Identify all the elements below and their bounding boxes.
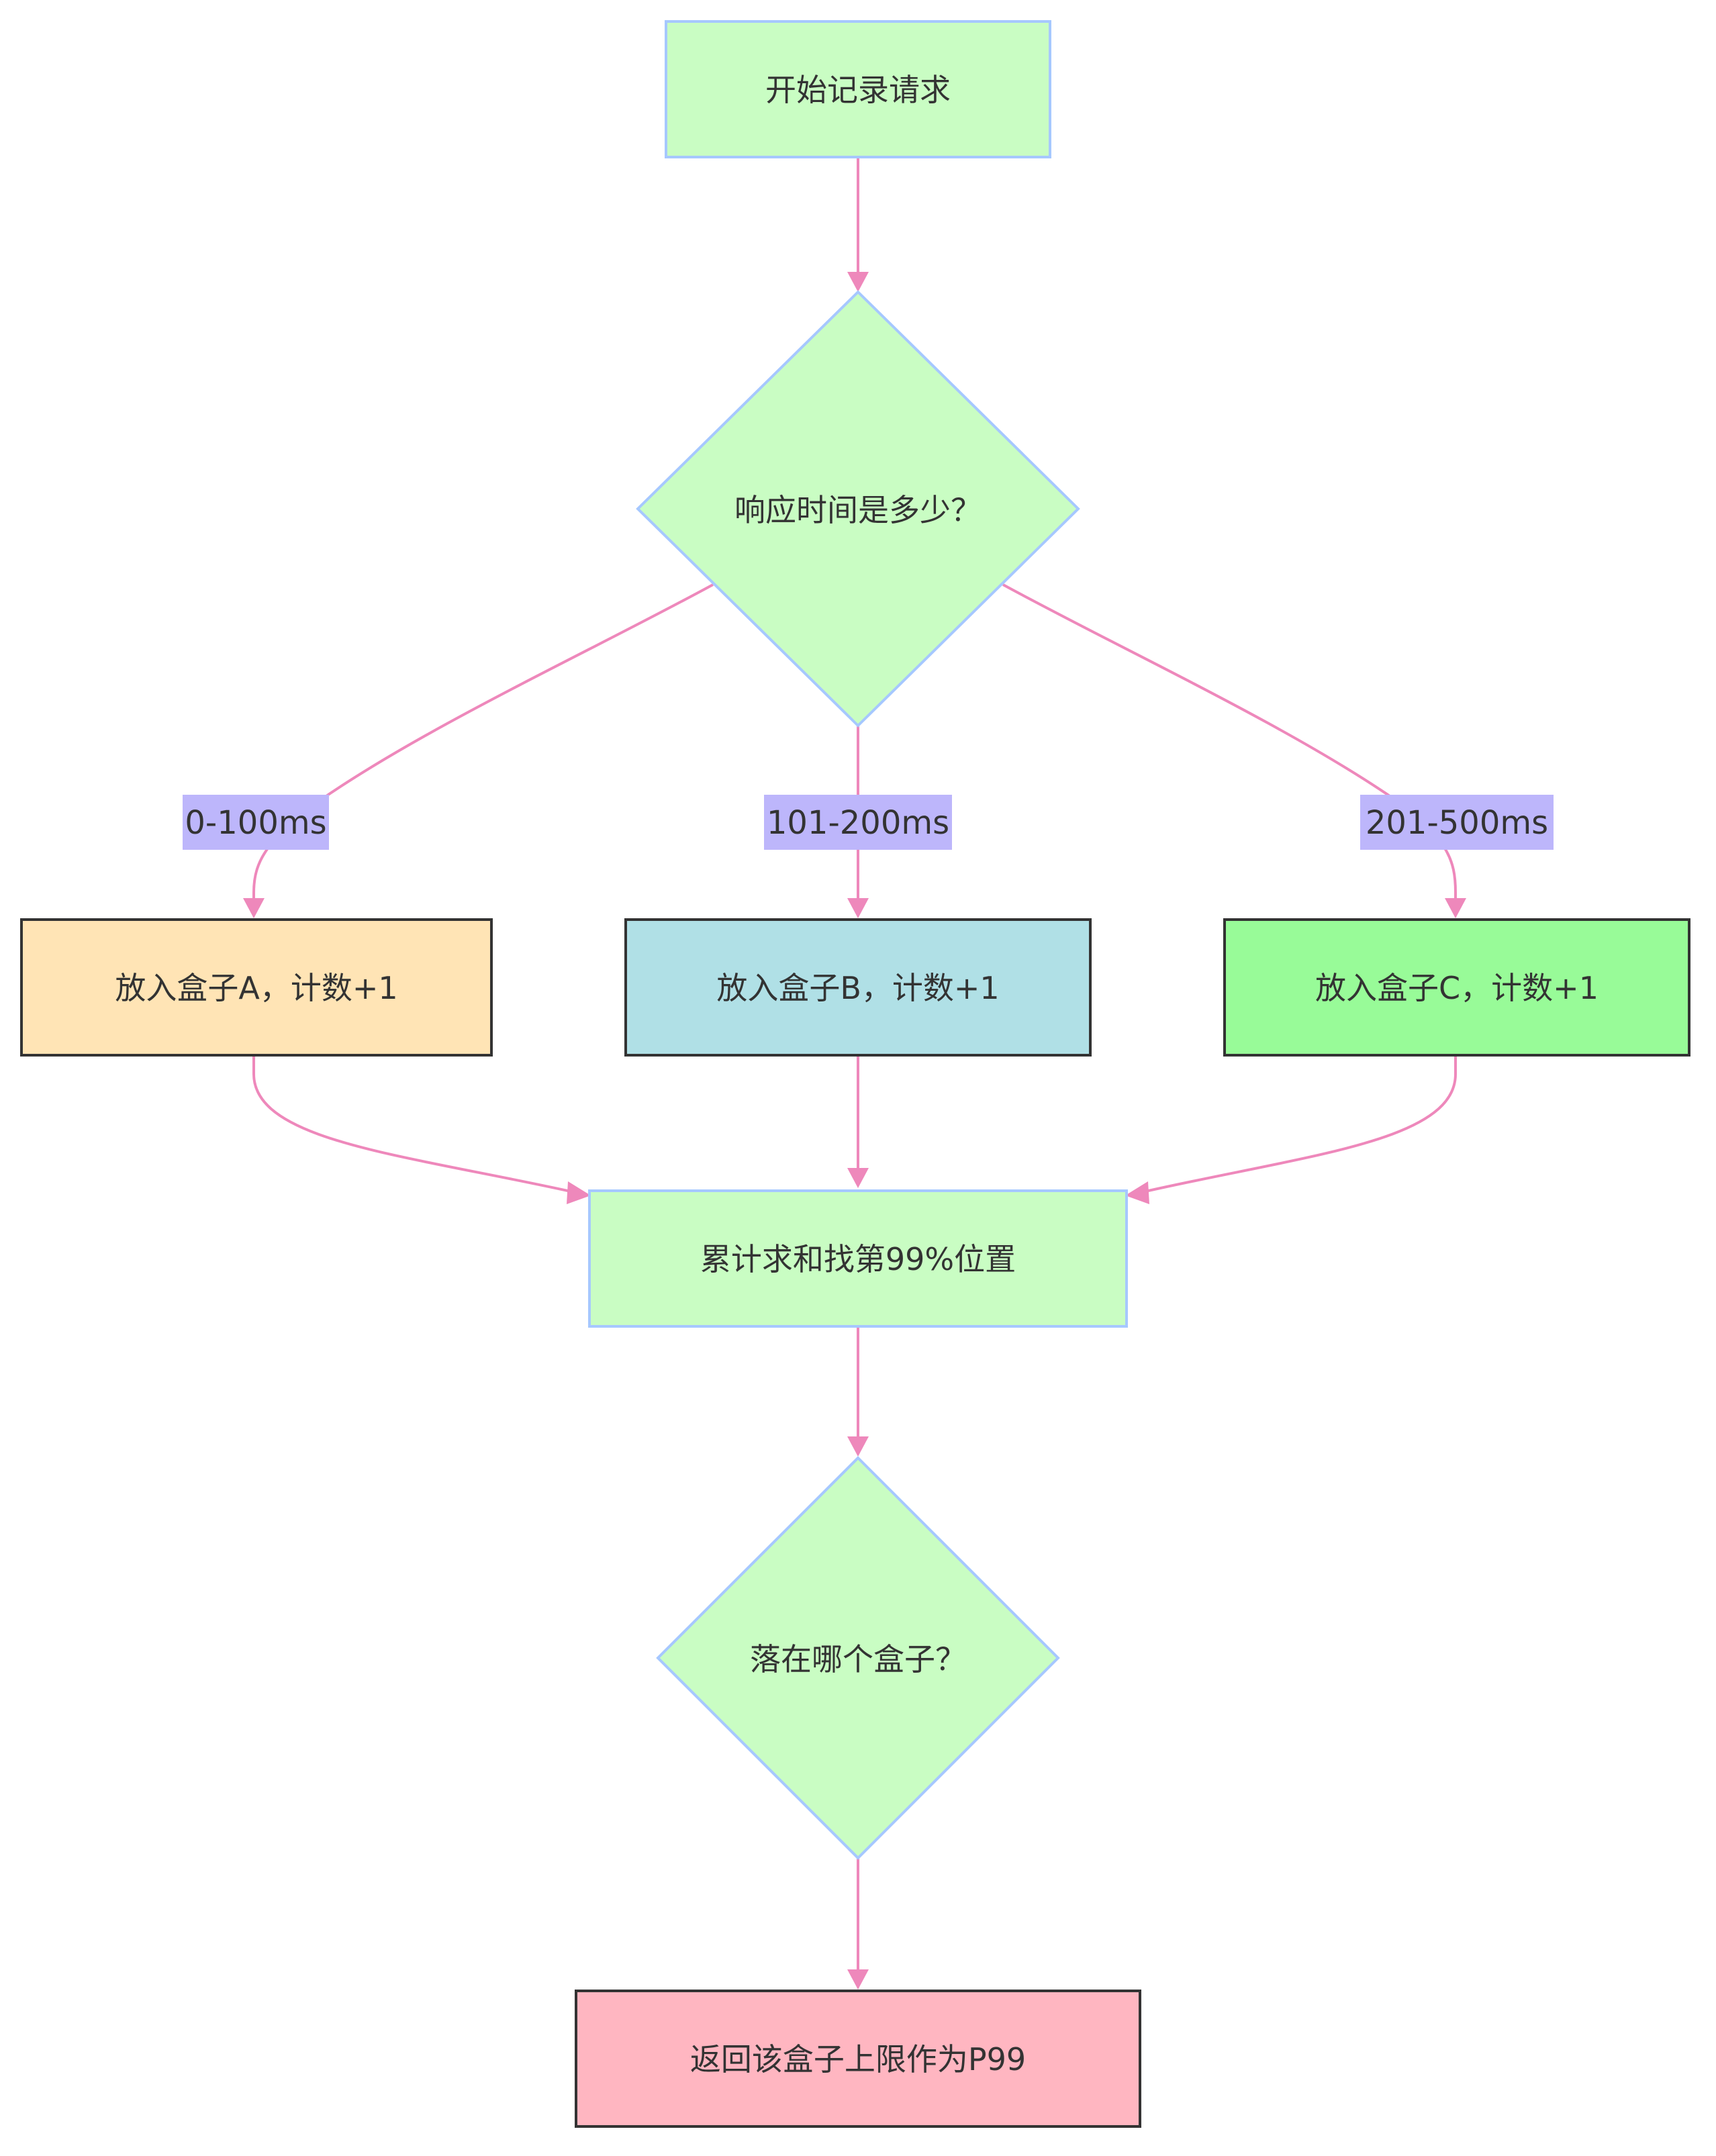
nodes: 开始记录请求 响应时间是多少？ 放入盒子A，计数+1 放入盒子B，计数+1 放入…: [20, 20, 1690, 2128]
node-box-b-label: 放入盒子B，计数+1: [716, 970, 999, 1006]
edge-label-bg: [183, 795, 329, 850]
arrowhead: [847, 272, 869, 292]
node-box-c-label: 放入盒子C，计数+1: [1315, 970, 1599, 1006]
node-start: 开始记录请求: [665, 20, 1051, 158]
node-box-a-label: 放入盒子A，计数+1: [115, 970, 397, 1006]
arrowhead: [567, 1181, 591, 1204]
node-decision-time: 响应时间是多少？: [636, 290, 1080, 728]
edge-label-101-200ms: 101-200ms: [767, 804, 949, 842]
edge-label-bg: [764, 795, 952, 850]
edge-decision-to-box-c: [1002, 583, 1457, 899]
node-box-c: 放入盒子C，计数+1: [1223, 918, 1690, 1057]
arrowhead: [847, 1969, 869, 1990]
edge-box-c-to-accumulate: [1145, 1055, 1457, 1193]
node-decision-box: 落在哪个盒子？: [656, 1456, 1060, 1860]
arrowhead: [847, 898, 869, 918]
edge-label-201-500ms: 201-500ms: [1366, 804, 1548, 842]
edges: [243, 158, 1466, 1990]
arrowhead: [847, 1436, 869, 1457]
arrowhead: [243, 898, 265, 918]
edge-box-a-to-accumulate: [252, 1055, 571, 1193]
node-result-label: 返回该盒子上限作为P99: [690, 2041, 1026, 2077]
edge-label-0-100ms: 0-100ms: [185, 804, 326, 842]
node-decision-time-label: 响应时间是多少？: [734, 492, 982, 528]
edge-label-bg: [1360, 795, 1554, 850]
edge-labels: 0-100ms 101-200ms 201-500ms: [183, 795, 1554, 850]
arrowhead: [1445, 898, 1466, 918]
node-box-a: 放入盒子A，计数+1: [20, 918, 493, 1057]
arrowhead: [1125, 1181, 1149, 1204]
node-accumulate-label: 累计求和找第99%位置: [700, 1241, 1016, 1277]
edge-decision-to-box-a: [252, 583, 714, 899]
arrowhead: [847, 1168, 869, 1188]
node-accumulate: 累计求和找第99%位置: [588, 1189, 1128, 1328]
node-result: 返回该盒子上限作为P99: [575, 1990, 1141, 2128]
node-start-label: 开始记录请求: [765, 72, 951, 108]
node-decision-box-label: 落在哪个盒子？: [750, 1641, 966, 1677]
node-box-b: 放入盒子B，计数+1: [624, 918, 1092, 1057]
